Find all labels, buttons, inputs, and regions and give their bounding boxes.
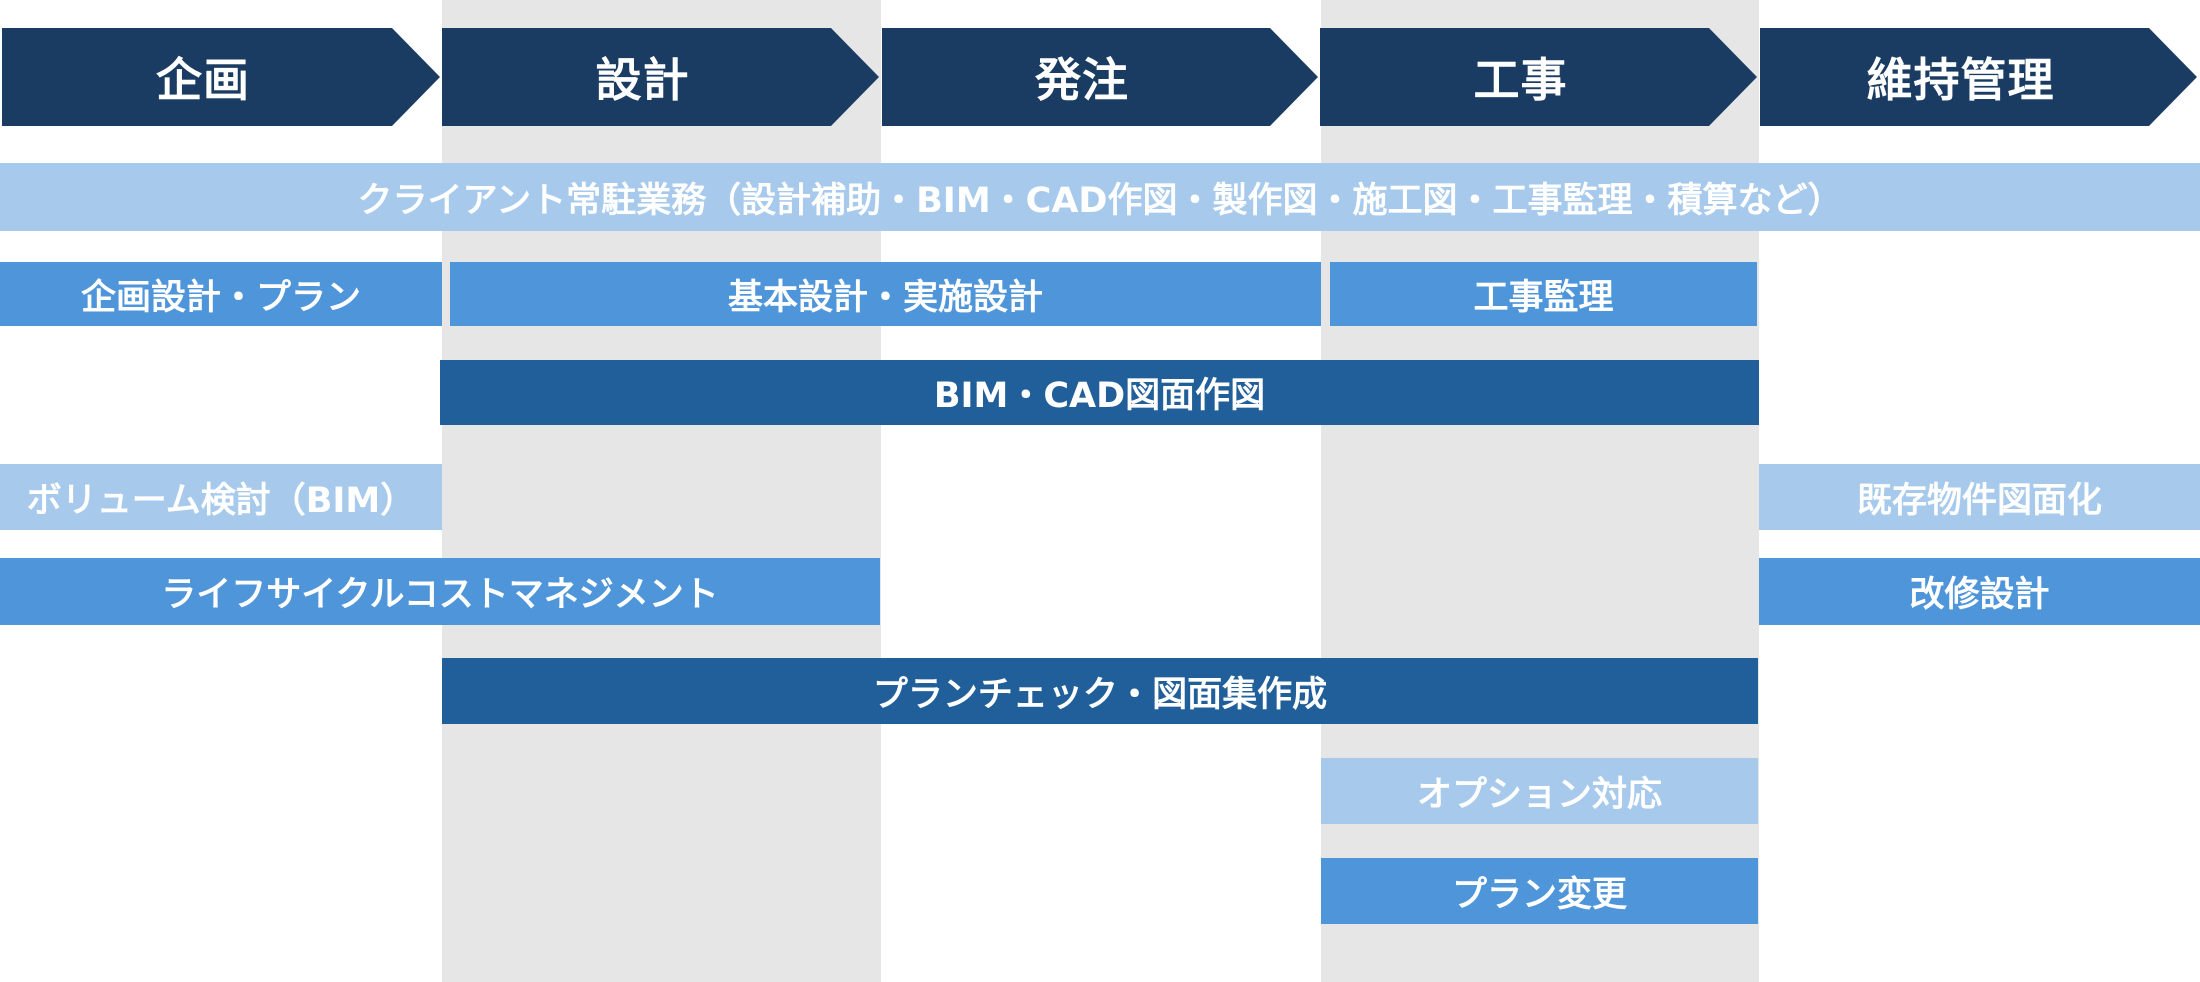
bar-lifecycle-cost-management: ライフサイクルコストマネジメント xyxy=(0,558,880,625)
phase-column-shade-construction xyxy=(1321,0,1759,982)
phase-column-shade-design xyxy=(442,0,881,982)
bar-option-support: オプション対応 xyxy=(1321,758,1758,824)
phase-ordering: 発注 xyxy=(882,28,1318,126)
phase-maintenance: 維持管理 xyxy=(1760,28,2197,126)
bar-planning-design: 企画設計・プラン xyxy=(0,262,442,326)
bar-existing-drawings: 既存物件図面化 xyxy=(1759,464,2200,530)
phase-construction: 工事 xyxy=(1320,28,1757,126)
bar-plan-change: プラン変更 xyxy=(1321,858,1758,924)
bar-bim-cad-drawing: BIM・CAD図面作図 xyxy=(440,360,1759,425)
phase-design: 設計 xyxy=(442,28,879,126)
bar-client-resident-services: クライアント常駐業務（設計補助・BIM・CAD作図・製作図・施工図・工事監理・積… xyxy=(0,163,2200,231)
bar-basic-detailed-design: 基本設計・実施設計 xyxy=(450,262,1321,326)
bar-plan-check: プランチェック・図面集作成 xyxy=(442,658,1758,724)
bar-volume-study: ボリューム検討（BIM） xyxy=(0,464,442,530)
phase-planning: 企画 xyxy=(2,28,440,126)
bar-renovation-design: 改修設計 xyxy=(1759,558,2200,625)
bar-construction-supervision: 工事監理 xyxy=(1330,262,1757,326)
